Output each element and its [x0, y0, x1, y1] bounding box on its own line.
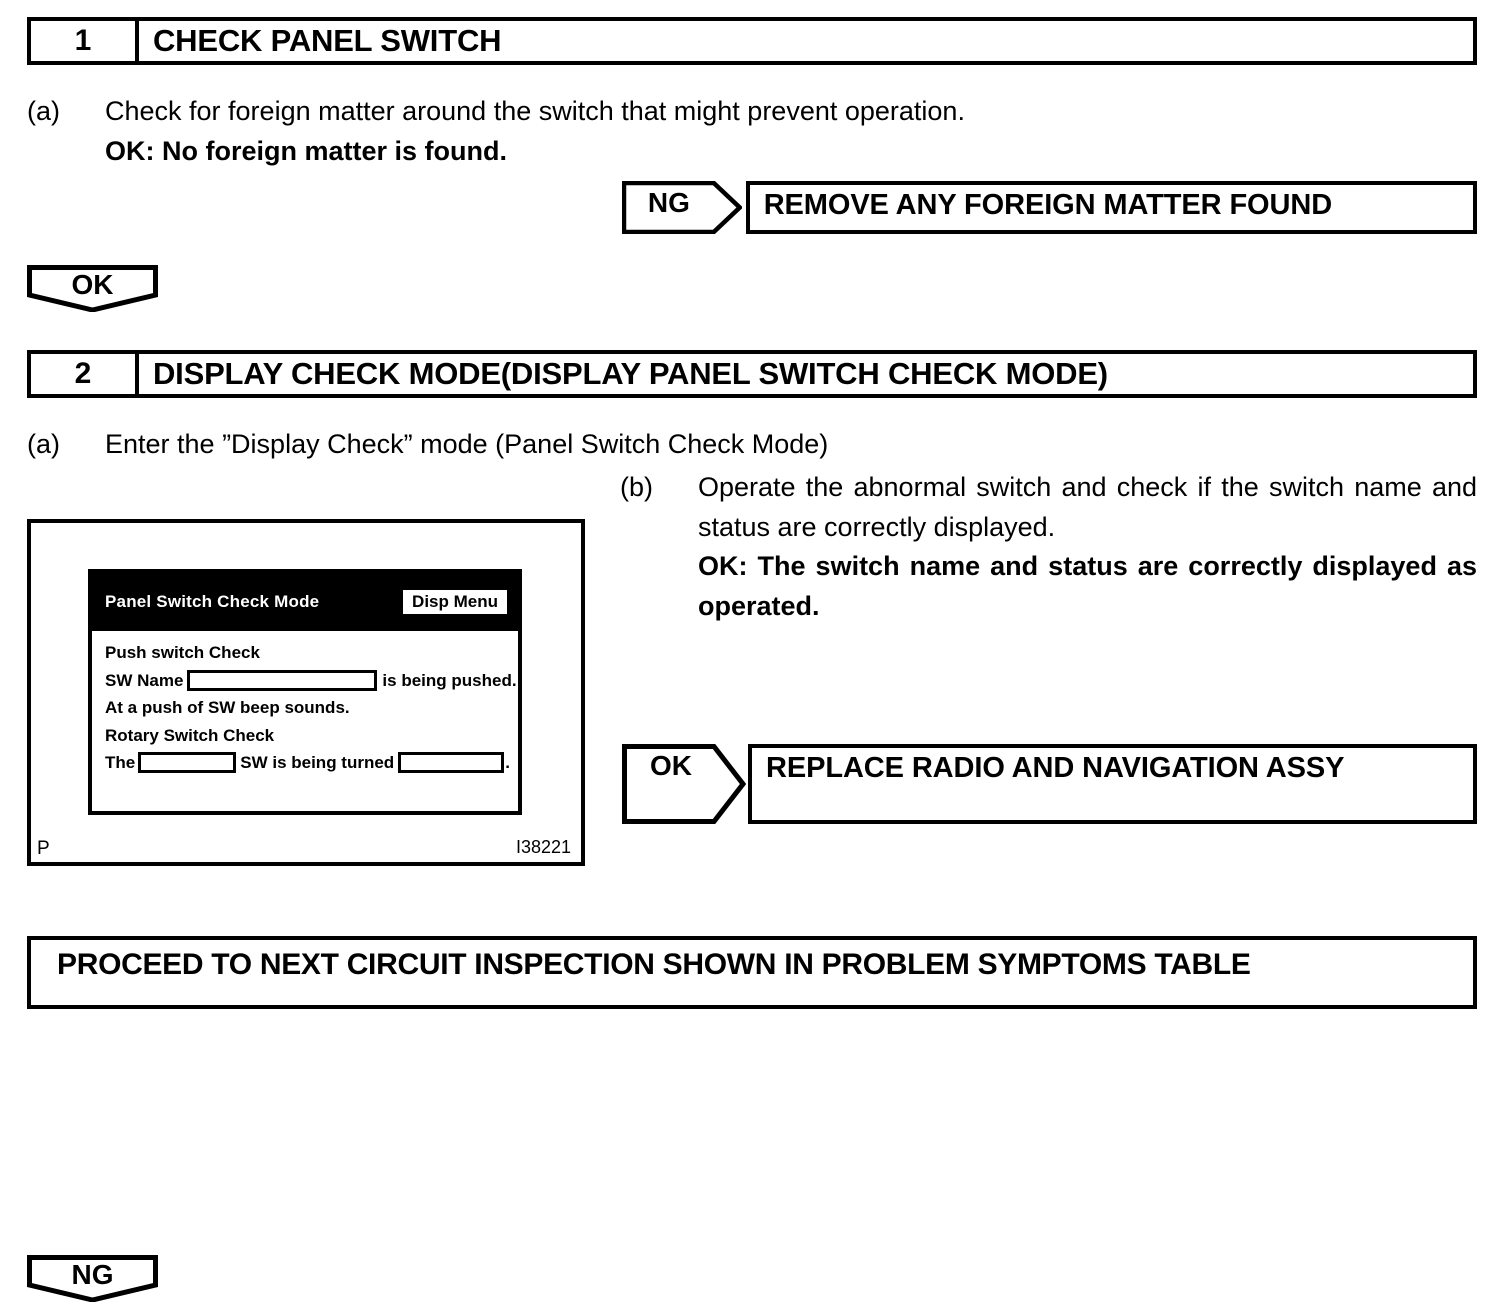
footer-action-text: PROCEED TO NEXT CIRCUIT INSPECTION SHOWN… [57, 948, 1251, 981]
branch-ok-text: OK [650, 750, 692, 781]
rotary-suffix: . [505, 753, 510, 773]
instruction-ok-criteria: OK: No foreign matter is found. [105, 135, 507, 166]
screen-mockup: Panel Switch Check Mode Disp Menu Push s… [88, 569, 522, 815]
step-2-header: 2 DISPLAY CHECK MODE(DISPLAY PANEL SWITC… [27, 350, 1477, 398]
screen-beep-note: At a push of SW beep sounds. [105, 698, 350, 718]
rotary-prefix: The [105, 753, 136, 773]
rotary-middle: SW is being turned [240, 753, 395, 773]
flow-connector-ok: OK [27, 265, 158, 312]
sw-name-label: SW Name [105, 670, 184, 690]
flow-connector-ok-text: OK [71, 269, 114, 300]
screen-title: Panel Switch Check Mode [105, 592, 320, 611]
step-2-title: DISPLAY CHECK MODE(DISPLAY PANEL SWITCH … [153, 356, 1108, 391]
footer-action-box: PROCEED TO NEXT CIRCUIT INSPECTION SHOWN… [27, 936, 1477, 1009]
figure-panel-switch-check-screen: Panel Switch Check Mode Disp Menu Push s… [27, 519, 585, 866]
rotary-direction-blank-field [398, 752, 505, 774]
branch-ok-action-box: REPLACE RADIO AND NAVIGATION ASSY [748, 744, 1477, 824]
instruction-text: Enter the ”Display Check” mode (Panel Sw… [105, 429, 829, 459]
rotary-switch-blank-field [138, 752, 237, 774]
step-1-number: 1 [31, 21, 139, 61]
instruction-marker: (a) [27, 429, 60, 459]
sw-name-blank-field [187, 669, 378, 691]
flow-connector-ng: NG [27, 1255, 158, 1302]
instruction-text: Operate the abnormal switch and check if… [698, 472, 1477, 542]
flow-connector-ng-text: NG [71, 1259, 114, 1290]
branch-label-ok: OK [622, 744, 746, 824]
screen-body: Push switch Check SW Name is being pushe… [92, 631, 518, 777]
branch-ng-action-text: REMOVE ANY FOREIGN MATTER FOUND [763, 189, 1333, 221]
instruction-marker: (a) [27, 96, 60, 126]
step-1-title: CHECK PANEL SWITCH [153, 23, 502, 58]
step-1-header: 1 CHECK PANEL SWITCH [27, 17, 1477, 65]
branch-ng-remove-foreign-matter: NG REMOVE ANY FOREIGN MATTER FOUND [622, 181, 1477, 234]
instruction-text: Check for foreign matter around the swit… [105, 96, 965, 126]
instruction-ok-criteria: OK: The switch name and status are corre… [698, 551, 1477, 622]
branch-label-ng: NG [622, 181, 742, 234]
figure-id: I38221 [515, 837, 571, 857]
screen-titlebar: Panel Switch Check Mode Disp Menu [92, 573, 518, 631]
branch-ng-text: NG [647, 187, 690, 218]
instruction-marker: (b) [620, 472, 653, 502]
branch-ok-action-text: REPLACE RADIO AND NAVIGATION ASSY [766, 752, 1345, 784]
screen-rotary-row: The SW is being turned . [105, 749, 518, 777]
screen-section-rotary-switch-check: Rotary Switch Check [105, 725, 275, 745]
screen-section-push-switch-check: Push switch Check [105, 643, 260, 662]
step-2-instruction-b: (b) Operate the abnormal switch and chec… [620, 468, 1477, 627]
branch-ng-action-box: REMOVE ANY FOREIGN MATTER FOUND [745, 181, 1477, 234]
figure-tag-left: P [37, 838, 50, 859]
screen-sw-name-row: SW Name is being pushed. [105, 667, 518, 695]
step-1-instruction-a: (a) Check for foreign matter around the … [27, 92, 1217, 171]
step-2-instruction-a: (a) Enter the ”Display Check” mode (Pane… [27, 425, 1027, 465]
branch-ok-replace-radio-navigation: OK REPLACE RADIO AND NAVIGATION ASSY [622, 744, 1477, 824]
sw-name-suffix: is being pushed. [382, 670, 517, 690]
disp-menu-button[interactable]: Disp Menu [403, 590, 507, 614]
step-2-number: 2 [31, 354, 139, 394]
